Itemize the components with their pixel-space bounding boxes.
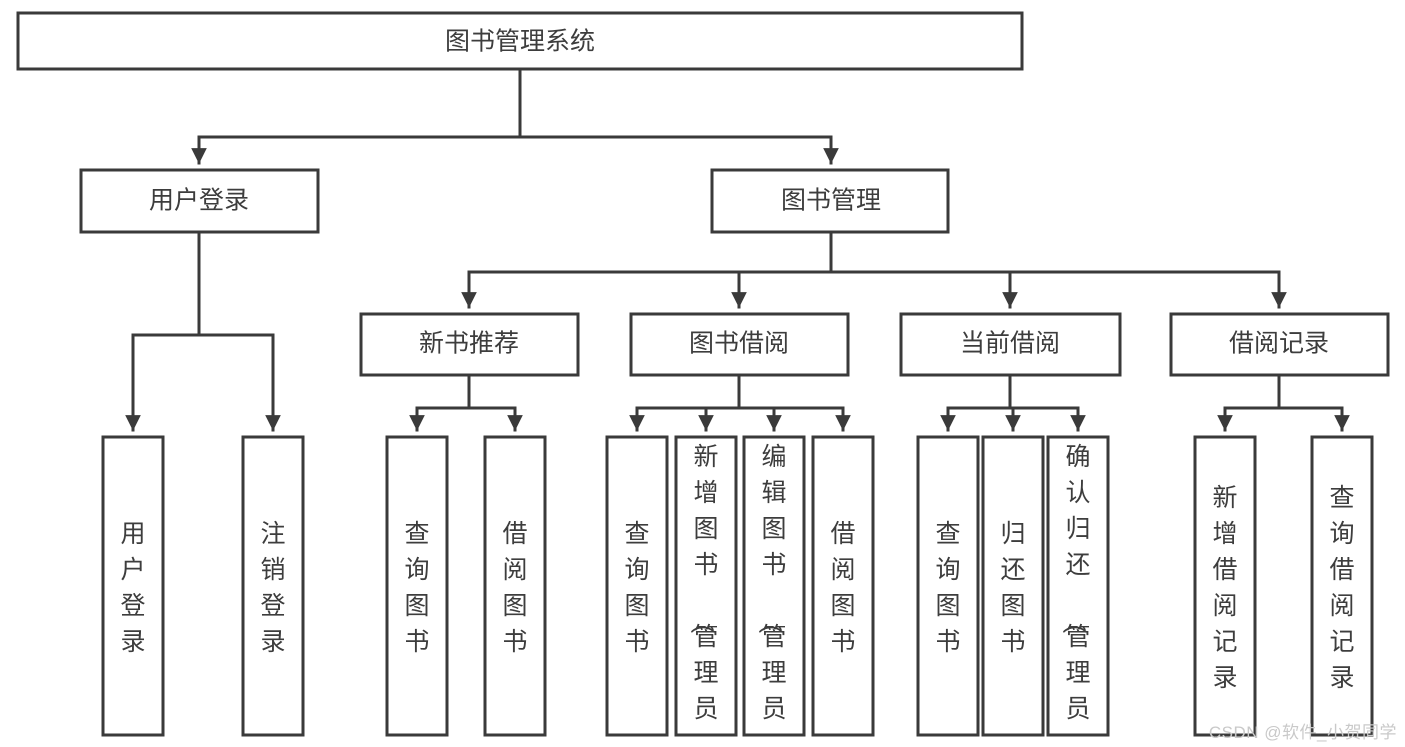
node-root[interactable]: 图书管理系统	[16, 11, 1024, 71]
leaf-node-box[interactable]	[1310, 435, 1374, 737]
leaf-node-box[interactable]	[605, 435, 669, 737]
node-root-label: 图书管理系统	[445, 28, 595, 56]
leaf-node-label: 新增借阅记录	[1212, 484, 1237, 692]
node-new-book-recommend-box[interactable]	[359, 312, 580, 377]
leaf-node[interactable]: 归还图书	[981, 435, 1045, 737]
node-new-book-recommend[interactable]: 新书推荐	[359, 312, 580, 377]
node-book-borrow[interactable]: 图书借阅	[629, 312, 850, 377]
node-user-login[interactable]: 用户登录	[79, 168, 320, 234]
leaf-node-label: 查询图书	[404, 520, 429, 656]
leaf-node[interactable]: 新增借阅记录	[1193, 435, 1257, 737]
leaf-node-box[interactable]	[1193, 435, 1257, 737]
leaf-node-box[interactable]	[916, 435, 980, 737]
leaf-node-label: 查询借阅记录	[1329, 484, 1354, 692]
leaf-node[interactable]: 查询图书	[385, 435, 449, 737]
leaf-node-box[interactable]	[742, 435, 806, 737]
node-book-management-label: 图书管理	[781, 187, 881, 215]
node-borrow-records[interactable]: 借阅记录	[1169, 312, 1390, 377]
leaf-node-label: 借阅图书	[830, 520, 855, 656]
node-book-management[interactable]: 图书管理	[710, 168, 950, 234]
node-book-borrow-label: 图书借阅	[689, 330, 789, 358]
leaf-node-label: 借阅图书	[502, 520, 527, 656]
leaf-node-label: 查询图书	[624, 520, 649, 656]
leaf-node-box[interactable]	[241, 435, 305, 737]
leaf-node[interactable]: 确认归还（管理员）	[1046, 435, 1110, 747]
node-new-book-recommend-label: 新书推荐	[419, 330, 519, 358]
leaf-node[interactable]: 借阅图书	[811, 435, 875, 737]
node-current-borrow[interactable]: 当前借阅	[899, 312, 1122, 377]
node-book-management-box[interactable]	[710, 168, 950, 234]
leaf-node[interactable]: 查询借阅记录	[1310, 435, 1374, 737]
leaf-node[interactable]: 注销登录	[241, 435, 305, 737]
leaf-node-label: 用户登录	[120, 520, 145, 656]
leaf-node[interactable]: 查询图书	[605, 435, 669, 737]
leaf-node-label: 确认归还（管理员）	[1059, 443, 1090, 747]
leaf-node-box[interactable]	[811, 435, 875, 737]
node-book-borrow-box[interactable]	[629, 312, 850, 377]
leaf-node-box[interactable]	[981, 435, 1045, 737]
leaf-node[interactable]: 新增图书（管理员）	[674, 435, 738, 747]
leaf-node-box[interactable]	[674, 435, 738, 737]
leaf-node[interactable]: 编辑图书（管理员）	[742, 435, 806, 747]
node-current-borrow-label: 当前借阅	[960, 330, 1060, 358]
leaf-node[interactable]: 借阅图书	[483, 435, 547, 737]
leaf-node[interactable]: 用户登录	[101, 435, 165, 737]
leaf-node-box[interactable]	[483, 435, 547, 737]
node-current-borrow-box[interactable]	[899, 312, 1122, 377]
leaf-node-box[interactable]	[1046, 435, 1110, 737]
node-user-login-label: 用户登录	[149, 187, 249, 215]
leaf-node-box[interactable]	[385, 435, 449, 737]
node-user-login-box[interactable]	[79, 168, 320, 234]
leaf-node-label: 归还图书	[1000, 520, 1025, 656]
leaf-node-layer: 用户登录 注销登录 查询图书 借阅图书 查询图书 新增图书（管理员） 编辑图书（管理员） 借阅…	[101, 435, 1374, 747]
leaf-node-label: 编辑图书（管理员）	[755, 443, 786, 747]
leaf-node[interactable]: 查询图书	[916, 435, 980, 737]
node-root-box[interactable]	[16, 11, 1024, 71]
edge-layer	[125, 67, 1350, 432]
node-borrow-records-label: 借阅记录	[1229, 330, 1329, 358]
node-borrow-records-box[interactable]	[1169, 312, 1390, 377]
leaf-node-label: 新增图书（管理员）	[687, 443, 718, 747]
leaf-node-box[interactable]	[101, 435, 165, 737]
leaf-node-label: 注销登录	[260, 520, 285, 656]
leaf-node-label: 查询图书	[935, 520, 960, 656]
